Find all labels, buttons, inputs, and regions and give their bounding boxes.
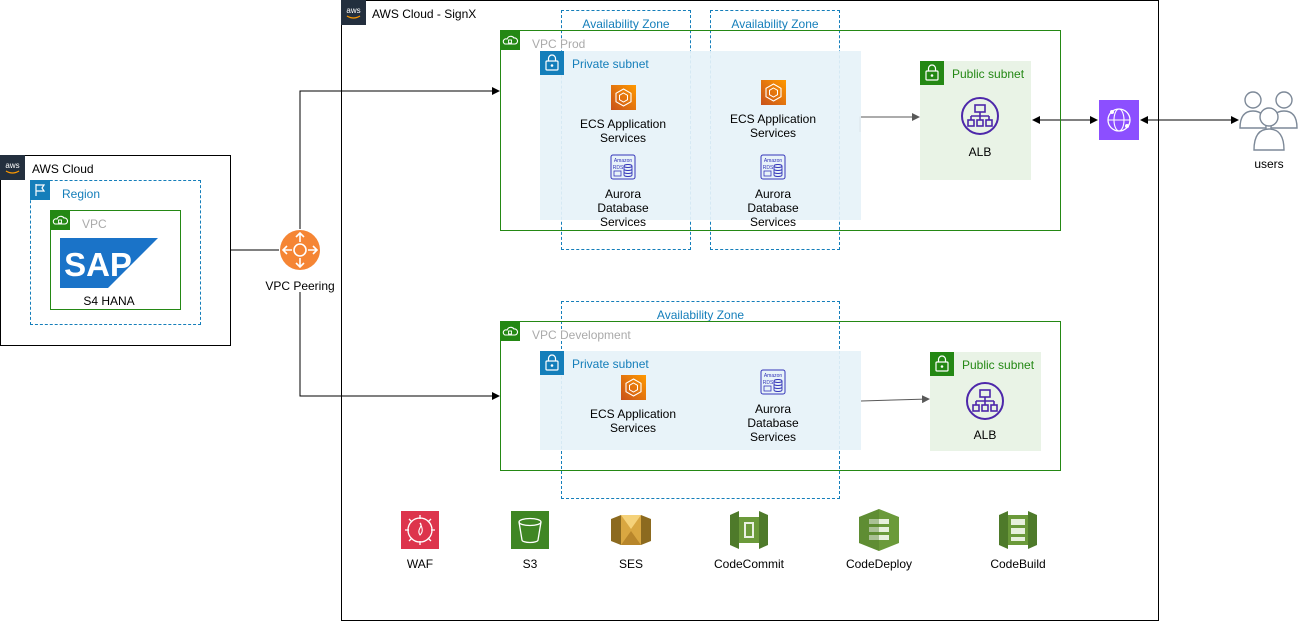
codecommit-icon [730, 511, 768, 549]
ecs-icon [761, 80, 786, 105]
dev-private-subnet-label: Private subnet [572, 357, 649, 371]
left-cloud-title: AWS Cloud [32, 162, 94, 176]
codebuild-icon [999, 511, 1037, 549]
sap-label: S4 HANA [83, 294, 135, 308]
prod-az-2-label: Availability Zone [731, 17, 819, 31]
service-label-s3: S3 [522, 557, 538, 571]
sap-logo-text: SAP [64, 246, 132, 283]
svg-text:RDS: RDS [763, 380, 774, 386]
aws-logo-icon: aws [0, 155, 25, 180]
vpc-cloud-icon [500, 321, 520, 341]
vpc-cloud-icon [500, 30, 520, 50]
region-group [30, 180, 201, 325]
prod-public-subnet-label: Public subnet [952, 67, 1025, 81]
svg-text:®: ® [134, 279, 140, 287]
region-label: Region [62, 187, 101, 201]
prod-vpc-group [500, 30, 1061, 231]
service-label-codecommit: CodeCommit [713, 557, 785, 571]
rds-icon: Amazon RDS [610, 154, 636, 180]
svg-text:Amazon: Amazon [764, 158, 783, 164]
svg-text:aws: aws [346, 6, 360, 15]
prod-vpc-label: VPC Prod [532, 37, 586, 51]
s3-icon [511, 511, 549, 549]
rds-icon: Amazon RDS [760, 369, 786, 395]
service-label-ses: SES [618, 557, 643, 571]
sap-logo-icon: SAP ® [60, 238, 158, 288]
dev-public-subnet-label: Public subnet [962, 358, 1035, 372]
dev-vpc-group [500, 321, 1061, 471]
left-aws-cloud-group [0, 155, 231, 346]
service-label-codebuild: CodeBuild [990, 557, 1046, 571]
alb-icon [966, 382, 1004, 420]
service-label-codedeploy: CodeDeploy [845, 557, 913, 571]
line-peering-to-prod [299, 87, 500, 229]
lock-icon [930, 352, 954, 376]
aws-logo-icon: aws [341, 0, 366, 25]
ses-icon [611, 515, 651, 545]
vpc-peering-icon [280, 230, 320, 270]
users-icon [1239, 91, 1298, 151]
vpc-cloud-icon [50, 210, 70, 230]
users-label: users [1254, 157, 1284, 171]
svg-text:RDS: RDS [763, 165, 774, 171]
lock-icon [540, 351, 564, 375]
lock-icon [920, 61, 944, 85]
svg-text:RDS: RDS [613, 165, 624, 171]
left-vpc-group [50, 210, 181, 310]
flag-icon [30, 180, 50, 200]
dev-private-subnet [540, 351, 861, 450]
svg-text:Amazon: Amazon [764, 373, 783, 379]
prod-alb-label: ALB [968, 145, 992, 159]
svg-text:aws: aws [5, 161, 19, 170]
left-vpc-label: VPC [82, 217, 107, 231]
line-peering-to-dev [299, 292, 500, 400]
ecs-icon [611, 85, 636, 110]
waf-icon [401, 511, 439, 549]
prod-private-subnet-label: Private subnet [572, 57, 649, 71]
dev-alb-label: ALB [973, 428, 997, 442]
lock-icon [540, 51, 564, 75]
codedeploy-icon [859, 509, 899, 551]
vpc-peering-label: VPC Peering [265, 279, 335, 293]
service-label-waf: WAF [406, 557, 434, 571]
cloudfront-icon [1099, 100, 1139, 140]
ecs-icon [621, 375, 646, 400]
dev-vpc-label: VPC Development [532, 328, 631, 342]
line-dev-private-to-alb [860, 395, 930, 404]
rds-icon: Amazon RDS [760, 154, 786, 180]
dev-az-label: Availability Zone [656, 308, 745, 322]
main-cloud-title: AWS Cloud - SignX [372, 7, 477, 21]
prod-private-subnet [540, 51, 861, 220]
alb-icon [961, 97, 999, 135]
prod-az-1-label: Availability Zone [582, 17, 670, 31]
svg-text:Amazon: Amazon [614, 158, 633, 164]
